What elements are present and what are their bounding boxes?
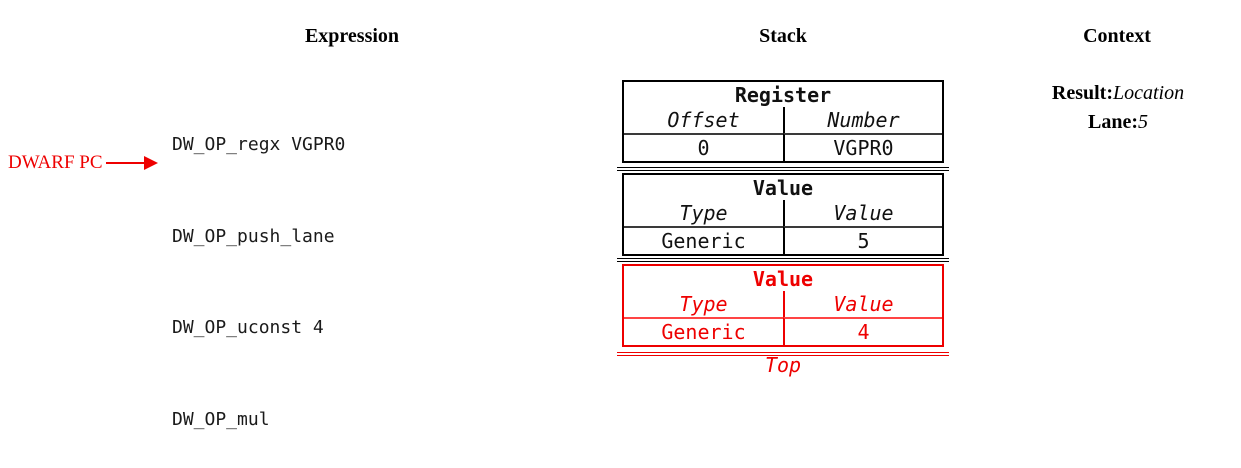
expression-op: DW_OP_regx VGPR0 (172, 134, 346, 155)
dwarf-pc-annotation: DWARF PC (8, 151, 158, 175)
context-lane-line: Lane:5 (1052, 108, 1184, 137)
stack-entry-value: 4 (783, 317, 942, 345)
expression-op: DW_OP_mul (172, 408, 270, 430)
stack-entry-col-header: Number (783, 107, 942, 133)
stack-entry-col-header: Type (679, 201, 728, 225)
context-lane-label: Lane: (1087, 111, 1138, 133)
stack-column-header: Stack (759, 25, 807, 47)
stack-entry-value-4-highlighted: Value Type Value Generic 4 (622, 264, 944, 347)
arrow-shaft (105, 162, 144, 164)
stack-entry-value: 0 (624, 133, 783, 161)
stack-entry-title: Value (752, 175, 814, 200)
stack-entry-col-header: Type (679, 292, 728, 316)
context-block: Result:Location Lane:5 (1052, 79, 1184, 137)
stack-entry-col-header: Offset (667, 108, 740, 132)
stack-entry-value: Generic (624, 317, 783, 345)
stack-top-label: Top (764, 353, 802, 377)
right-arrow-icon (143, 156, 158, 170)
stack-separator-rule (617, 167, 949, 171)
stack-entry-title: Value (752, 266, 814, 291)
stack-entry-value-5: Value Type Value Generic 5 (622, 173, 944, 256)
expression-op: DW_OP_uconst 4 (172, 317, 324, 338)
context-lane-value: 5 (1137, 111, 1148, 133)
dwarf-pc-label: DWARF PC (8, 152, 103, 173)
stack-entry-value: 5 (783, 226, 942, 254)
expression-column-header: Expression (304, 25, 400, 47)
stack-entry-title: Register (734, 82, 832, 107)
stack-separator-rule (617, 258, 949, 262)
stack-entry-value: Generic (624, 226, 783, 254)
stack-entry-col-header: Value (783, 200, 942, 226)
context-result-label: Result: (1051, 82, 1113, 104)
stack-entry-register: Register Offset Number 0 VGPR0 (622, 80, 944, 163)
expression-op: DW_OP_push_lane (172, 225, 335, 247)
context-result-line: Result:Location (1052, 79, 1184, 108)
expression-op-list: DW_OP_regx VGPR0 DW_OP_push_lane DW_OP_u… (172, 69, 345, 468)
context-result-value: Location (1112, 82, 1185, 104)
stack-entry-value: VGPR0 (783, 133, 942, 161)
stack-entry-col-header: Value (783, 291, 942, 317)
context-column-header: Context (1083, 25, 1151, 47)
stack-top-rule (617, 352, 949, 356)
